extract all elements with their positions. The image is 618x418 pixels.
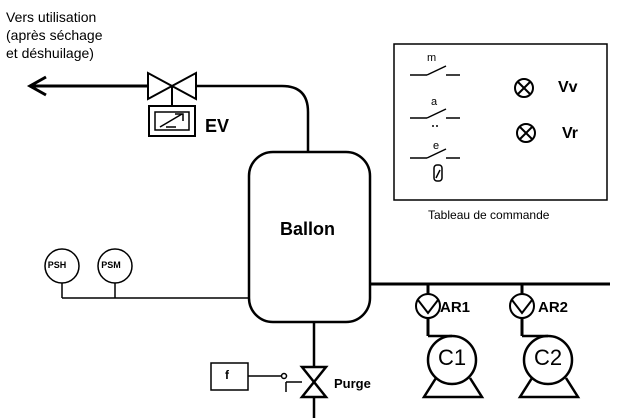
check-valve-label-ar2: AR2 — [538, 299, 569, 316]
pressure-gauge-psm — [97, 248, 133, 284]
drain-label: Purge — [334, 376, 371, 391]
gauge-label-psh: PSH — [47, 260, 67, 270]
switch-label-m: m — [427, 52, 437, 64]
lamp-vr-icon — [516, 123, 536, 143]
pressure-line — [61, 283, 249, 299]
switch-label-a: a — [431, 96, 438, 108]
switch-a-icon — [410, 108, 460, 127]
supply-line — [370, 282, 610, 336]
compressor-c2 — [517, 334, 581, 399]
valve-label: EV — [205, 116, 230, 136]
check-valve-ar1 — [415, 293, 441, 319]
lamp-label-vr: Vr — [562, 125, 579, 142]
check-valve-label-ar1: AR1 — [440, 299, 471, 316]
lamp-vv-icon — [514, 78, 534, 98]
switch-e-icon — [410, 148, 460, 182]
pressure-switch-psh — [44, 248, 80, 284]
switch-label-e: e — [433, 140, 440, 152]
outlet-arrow — [26, 75, 148, 97]
outlet-label-line1: Vers utilisation — [6, 9, 97, 25]
outlet-label-line3: et déshuilage) — [6, 45, 94, 61]
compressor-label-c2: C2 — [533, 345, 563, 370]
lamp-label-vv: Vv — [558, 79, 578, 96]
filter-box — [210, 362, 249, 391]
solenoid-valve-ev — [147, 71, 197, 137]
outlet-label-line2: (après séchage — [6, 27, 103, 43]
control-panel-title: Tableau de commande — [428, 208, 550, 222]
control-panel-box — [393, 43, 608, 201]
outlet-pipe — [196, 84, 310, 152]
air-tank — [247, 150, 372, 324]
check-valve-ar2 — [509, 293, 535, 319]
compressor-label-c1: C1 — [437, 345, 467, 370]
filter-label: f — [225, 368, 229, 382]
gauge-label-psm: PSM — [101, 260, 121, 270]
switch-m-icon — [410, 65, 460, 76]
compressor-c1 — [421, 334, 485, 399]
outlet-label: Vers utilisation (après séchage et déshu… — [6, 8, 146, 62]
tank-label: Ballon — [280, 219, 336, 239]
drain-valve — [248, 322, 329, 418]
